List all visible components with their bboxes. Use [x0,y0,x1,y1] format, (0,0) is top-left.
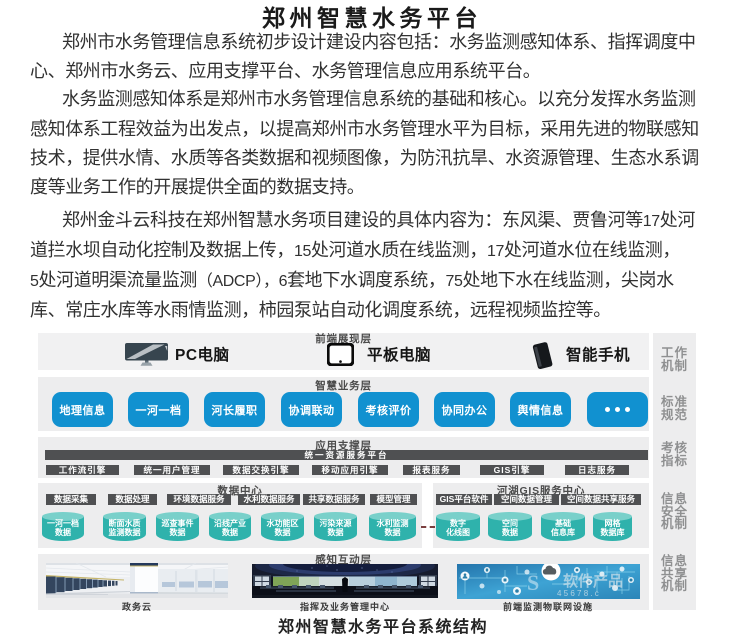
svg-text:软件产品: 软件产品 [563,572,623,590]
svg-text:S: S [527,570,539,595]
svg-text:4 5 6 7 8 . c: 4 5 6 7 8 . c [557,589,599,598]
